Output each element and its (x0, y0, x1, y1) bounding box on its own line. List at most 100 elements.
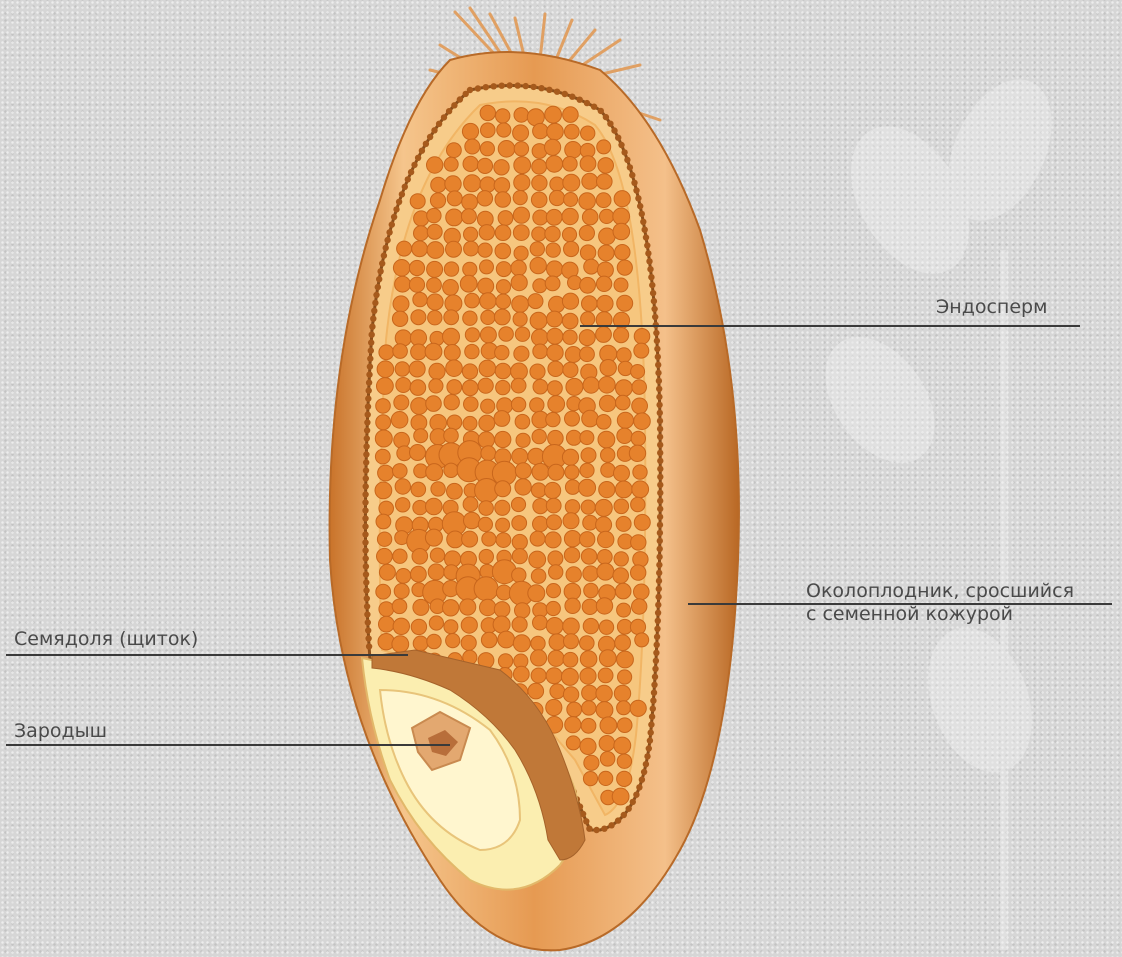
aleurone-cell (363, 579, 369, 585)
starch-grain (530, 398, 544, 412)
aleurone-cell (366, 379, 372, 385)
aleurone-cell (655, 354, 661, 360)
starch-grain (394, 432, 410, 448)
starch-grain (547, 123, 564, 140)
starch-grain (566, 567, 581, 582)
starch-grain (565, 598, 580, 613)
aleurone-cell (627, 164, 633, 170)
starch-grain (582, 209, 598, 225)
aleurone-cell (375, 284, 381, 290)
starch-grain (379, 602, 394, 617)
starch-grain (414, 211, 429, 226)
starch-grain (426, 498, 443, 515)
aleurone-cell (653, 658, 659, 664)
starch-grain (426, 464, 443, 481)
starch-grain (463, 262, 477, 276)
starch-grain (444, 395, 459, 410)
aleurone-cell (621, 812, 627, 818)
aleurone-cell (362, 539, 368, 545)
aleurone-cell (593, 827, 599, 833)
starch-grain (478, 278, 494, 294)
starch-grain (614, 499, 629, 514)
aleurone-cell (386, 229, 392, 235)
starch-grain (515, 327, 529, 341)
aleurone-cell (649, 714, 655, 720)
starch-grain (599, 650, 616, 667)
aleurone-cell (618, 142, 624, 148)
aleurone-cell (654, 626, 660, 632)
starch-grain (548, 381, 563, 396)
aleurone-cell (530, 84, 536, 90)
aleurone-cell (611, 127, 617, 133)
aleurone-cell (647, 737, 653, 743)
aleurone-cell (657, 538, 663, 544)
starch-grain (496, 294, 511, 309)
starch-grain (427, 294, 443, 310)
aleurone-cell (629, 172, 635, 178)
starch-grain (462, 380, 478, 396)
aleurone-cell (379, 260, 385, 266)
aleurone-cell (652, 674, 658, 680)
starch-grain (533, 123, 548, 138)
starch-grain (427, 224, 442, 239)
starch-grain (443, 280, 459, 296)
starch-grain (512, 568, 526, 582)
starch-grain (498, 141, 515, 158)
starch-grain (444, 262, 458, 276)
aleurone-cell (384, 237, 390, 243)
aleurone-cell (656, 378, 662, 384)
starch-grain (394, 584, 409, 599)
aleurone-cell (362, 491, 368, 497)
starch-grain (495, 431, 511, 447)
starch-grain (481, 632, 497, 648)
starch-grain (545, 532, 561, 548)
starch-grain (445, 295, 462, 312)
aleurone-cell (652, 314, 658, 320)
aleurone-cell (363, 555, 369, 561)
starch-grain (580, 431, 594, 445)
starch-grain (411, 344, 427, 360)
starch-grain (563, 618, 580, 635)
starch-grain (614, 328, 629, 343)
starch-grain (463, 416, 477, 430)
starch-grain (411, 415, 427, 431)
starch-grain (533, 615, 548, 630)
starch-grain (583, 772, 597, 786)
starch-grain (598, 158, 614, 174)
starch-grain (563, 157, 578, 172)
starch-grain (396, 569, 411, 584)
starch-grain (596, 702, 613, 719)
starch-grain (564, 547, 579, 562)
aleurone-cell (650, 706, 656, 712)
starch-grain (428, 564, 444, 580)
starch-grain (481, 446, 496, 461)
starch-grain (632, 481, 649, 498)
starch-grain (513, 312, 527, 326)
starch-grain (633, 465, 647, 479)
starch-grain (411, 310, 426, 325)
starch-grain (616, 516, 631, 531)
aleurone-cell (657, 530, 663, 536)
starch-grain (427, 157, 443, 173)
starch-grain (514, 346, 529, 361)
starch-grain (561, 668, 578, 685)
starch-grain (596, 685, 612, 701)
starch-grain (581, 312, 595, 326)
starch-grain (597, 563, 614, 580)
starch-grain (411, 482, 426, 497)
aleurone-cell (651, 690, 657, 696)
starch-grain (376, 415, 391, 430)
starch-grain (444, 310, 459, 325)
starch-grain (548, 551, 563, 566)
starch-grain (443, 600, 459, 616)
aleurone-cell (363, 587, 369, 593)
starch-grain (498, 631, 515, 648)
aleurone-cell (652, 666, 658, 672)
starch-grain (630, 619, 645, 634)
starch-grain (425, 343, 442, 360)
starch-grain (479, 225, 494, 240)
aleurone-cell (364, 611, 370, 617)
aleurone-cell (656, 394, 662, 400)
starch-grain (514, 246, 528, 260)
aleurone-cell (365, 403, 371, 409)
